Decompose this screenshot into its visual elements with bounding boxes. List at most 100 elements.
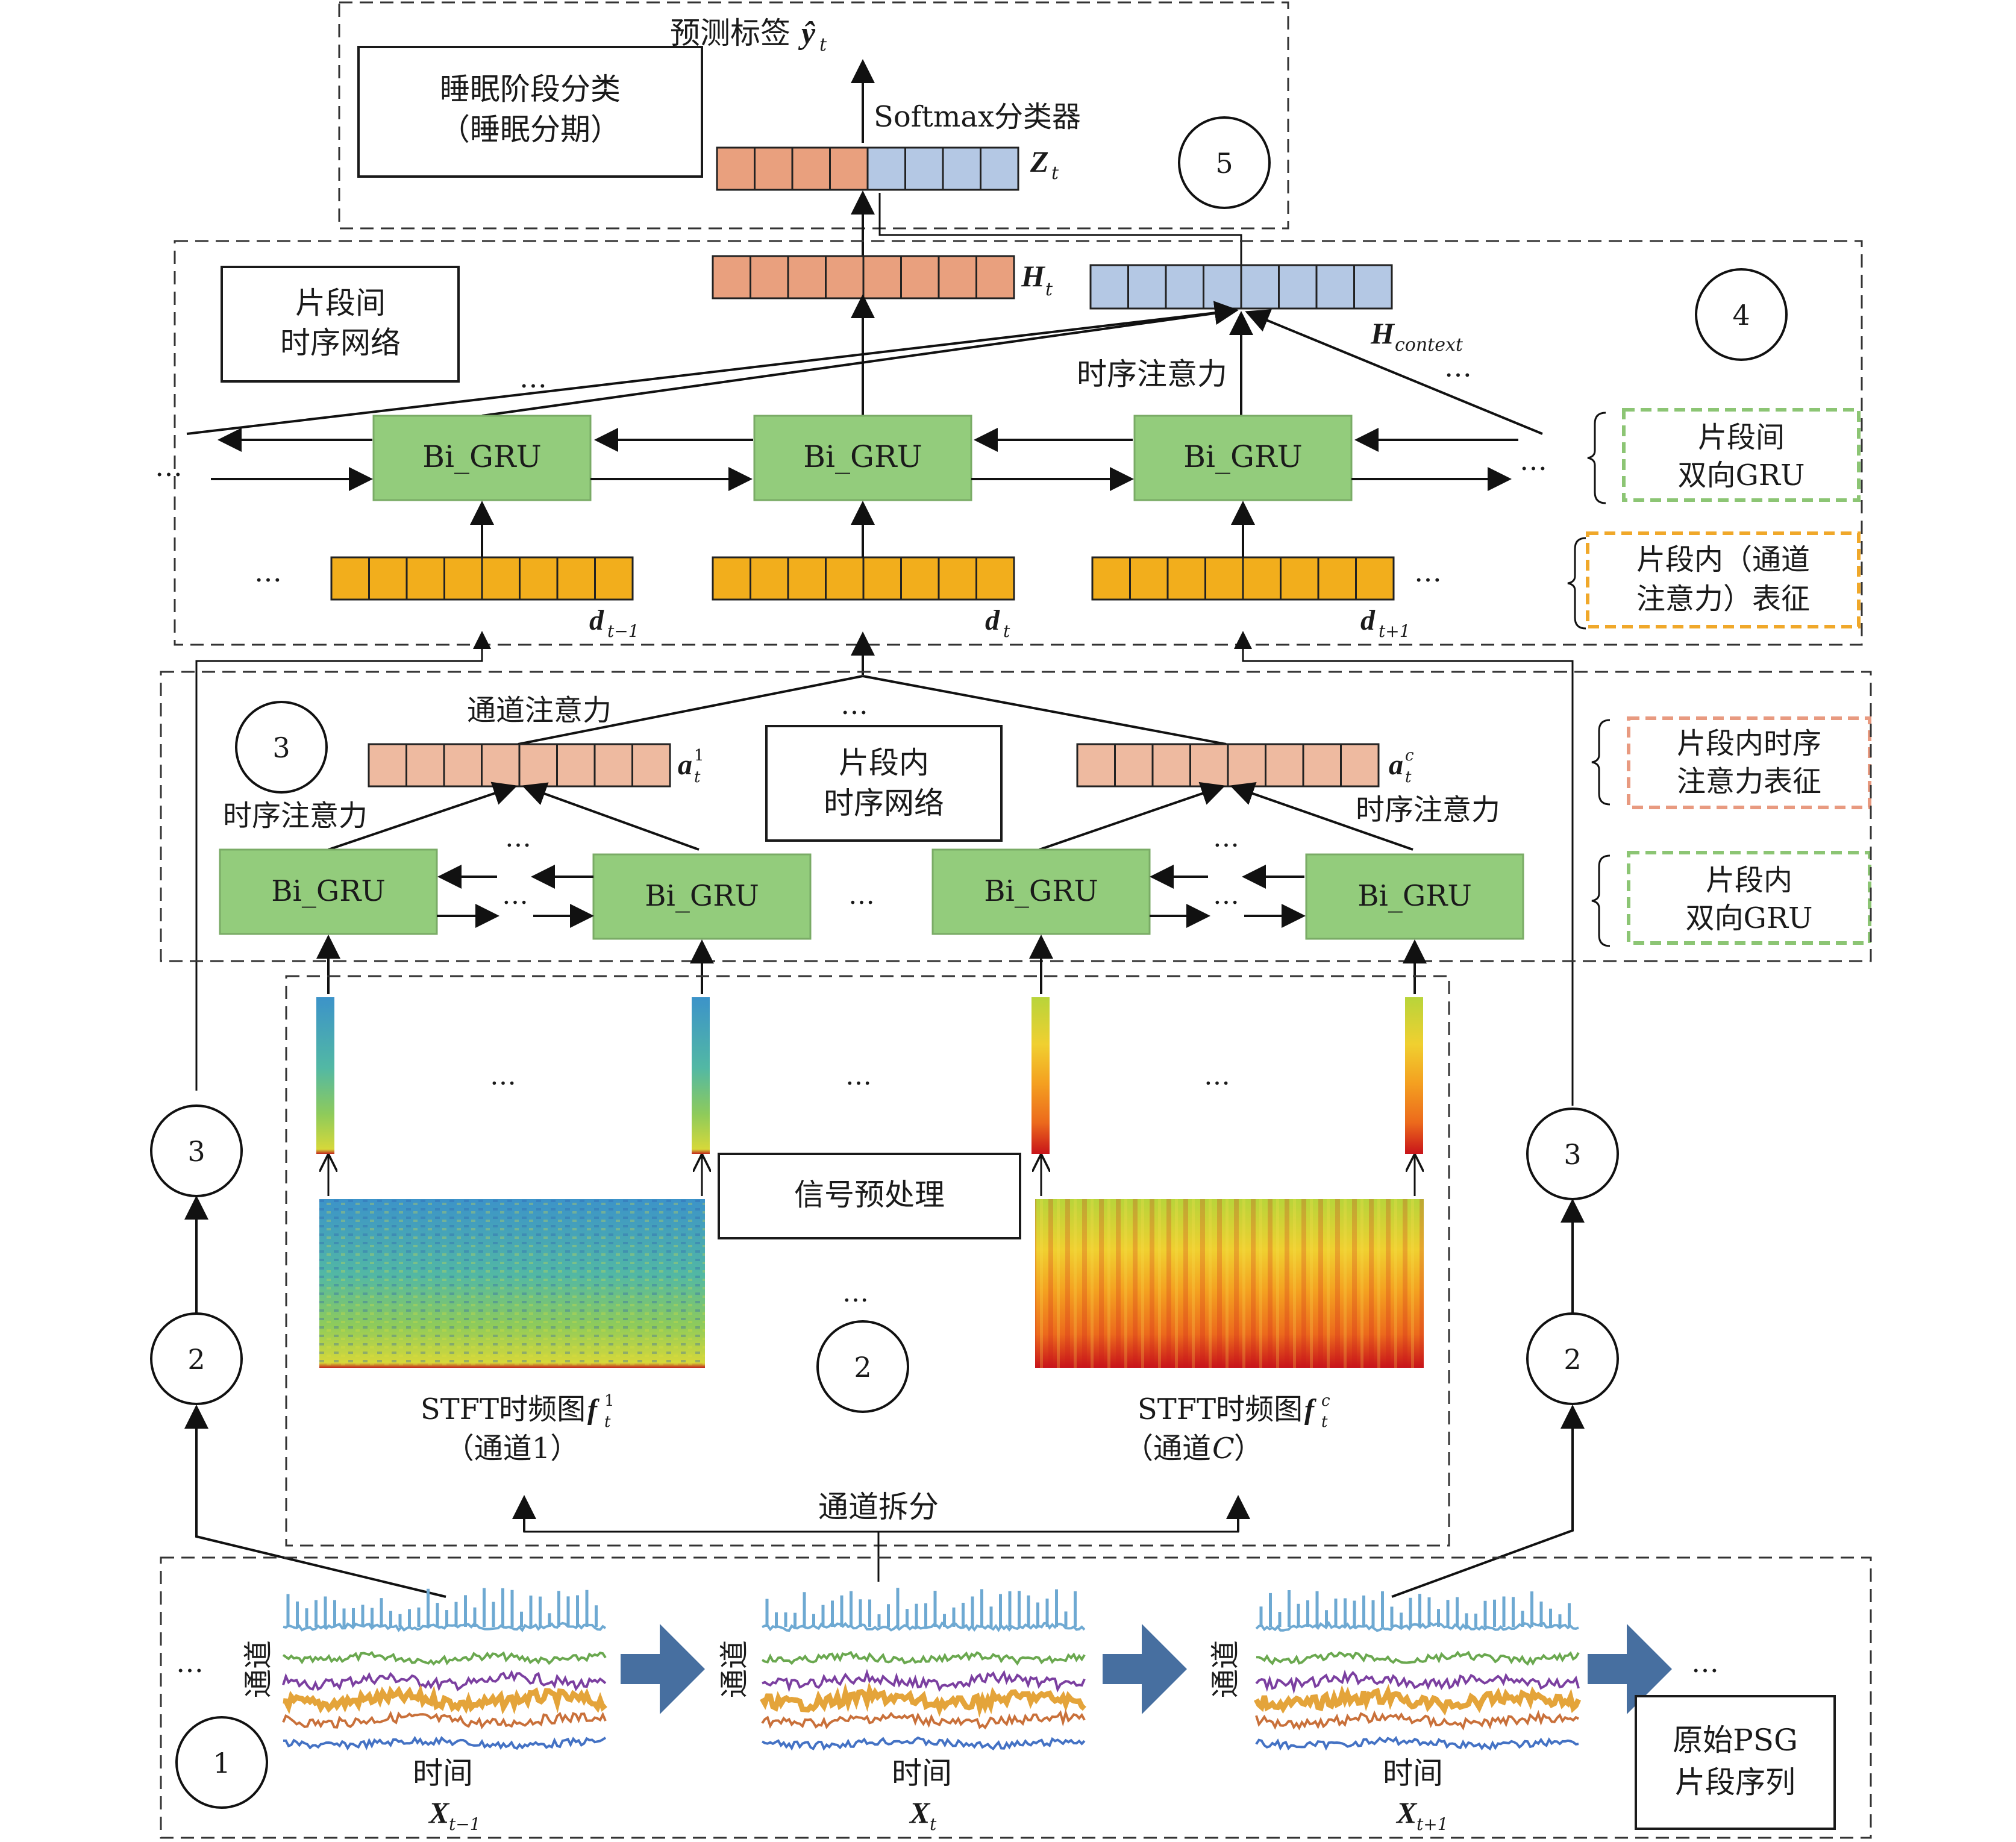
x2-subscript: t bbox=[930, 1814, 937, 1834]
d-vector-3-cell bbox=[1355, 556, 1395, 601]
inter-gru-ellipsis-right: … bbox=[1520, 444, 1547, 477]
side-right-input-line bbox=[1391, 1405, 1585, 1598]
sequence-arrow-3 bbox=[1588, 1624, 1672, 1714]
h-vector-cell bbox=[938, 255, 977, 299]
inter-attention-ellipsis-right: … bbox=[1444, 351, 1472, 383]
section-5-title-line2: （睡眠分期） bbox=[440, 112, 621, 147]
d3-symbol: d bbox=[1360, 604, 1376, 636]
h-vector-cell bbox=[975, 255, 1015, 299]
right-gru1-to-ac bbox=[1039, 782, 1226, 851]
inter-temporal-attention-label: 时序注意力 bbox=[1077, 357, 1227, 392]
channel-attention-label: 通道注意力 bbox=[467, 694, 612, 727]
attention-line-left-outer bbox=[186, 301, 1239, 435]
sequence-arrow-2 bbox=[1103, 1624, 1187, 1714]
section-4-frame bbox=[174, 240, 1863, 646]
ac-vector-cell bbox=[1302, 743, 1342, 788]
step-3-number: 3 bbox=[272, 731, 290, 764]
psg-channel-trace bbox=[762, 1736, 1086, 1751]
h-vector-cell bbox=[825, 255, 865, 299]
hcontext-vector-cell bbox=[1353, 264, 1393, 310]
section-4-title-line2: 时序网络 bbox=[280, 325, 401, 360]
channel-attn-ellipsis: … bbox=[841, 688, 868, 721]
section-3-frame bbox=[160, 671, 1872, 962]
a1-vector-cell bbox=[593, 743, 633, 788]
d-vector-1-cell bbox=[443, 556, 483, 601]
preprocess-box bbox=[718, 1153, 1021, 1239]
time-label-3: 时间 bbox=[1383, 1756, 1443, 1791]
a1-vector-cell bbox=[518, 743, 558, 788]
z-vector-cell bbox=[980, 146, 1019, 191]
hcontext-subscript: context bbox=[1395, 334, 1463, 356]
psg-channel-trace bbox=[282, 1711, 607, 1730]
section-5-title-line1: 睡眠阶段分类 bbox=[440, 72, 621, 107]
psg-channel-trace bbox=[282, 1650, 607, 1666]
ac-to-dt-line bbox=[862, 675, 1227, 745]
intra-gru-2 bbox=[592, 853, 812, 940]
inter-gru-3 bbox=[1133, 415, 1353, 501]
psg-channel-trace bbox=[282, 1670, 607, 1692]
d2-symbol: d bbox=[985, 604, 1000, 636]
step-1-circle bbox=[175, 1716, 268, 1809]
left-attn-ellipsis: … bbox=[505, 822, 531, 853]
sequence-arrow-1 bbox=[621, 1624, 705, 1714]
z-symbol: Z bbox=[1030, 145, 1049, 178]
ac-vector-cell bbox=[1114, 743, 1154, 788]
hcontext-symbol: H bbox=[1370, 316, 1395, 350]
section-5-classification: 睡眠阶段分类 （睡眠分期） 预测标签 ŷ t Softmax分类器 Z t 5 bbox=[338, 1, 1289, 230]
x2-symbol: X bbox=[909, 1796, 931, 1829]
d-vector-3-cell bbox=[1204, 556, 1244, 601]
raw-ellipsis-right: … bbox=[1691, 1646, 1719, 1679]
stft-f1-symbol: f bbox=[587, 1394, 599, 1426]
preprocess-label: 信号预处理 bbox=[794, 1177, 945, 1212]
hcontext-vector-cell bbox=[1165, 264, 1204, 310]
d-ellipsis-left: … bbox=[254, 556, 282, 588]
psg-channel-trace bbox=[1256, 1650, 1580, 1666]
inter-gru-1 bbox=[372, 415, 592, 501]
section-2-preprocessing: … … … 信号预处理 … 2 STFT时频图 f 1 t （通道1） STFT… bbox=[285, 975, 1450, 1582]
raw-psg-line1: 原始PSG bbox=[1673, 1723, 1798, 1758]
channel-axis-label-2: 通道 bbox=[718, 1640, 751, 1698]
a1-subscript: t bbox=[694, 768, 701, 786]
ac-vector-cell bbox=[1151, 743, 1191, 788]
h-symbol: H bbox=[1021, 259, 1046, 293]
psg-channel-trace bbox=[761, 1709, 1086, 1730]
step-5-circle bbox=[1178, 116, 1271, 209]
d-vector-3-cell bbox=[1317, 556, 1357, 601]
intra-gru-3-label: Bi_GRU bbox=[984, 874, 1098, 908]
hcontext-vector-cell bbox=[1127, 264, 1167, 310]
d-vector-3-cell bbox=[1091, 556, 1131, 601]
inter-gru-1-label: Bi_GRU bbox=[422, 439, 541, 474]
legend: 片段间 双向GRU 片段内（通道 注意力）表征 片段内时序 注意力表征 片段内 … bbox=[1567, 408, 1871, 947]
psg-channel-trace bbox=[1255, 1709, 1579, 1731]
d-vector-2-cell bbox=[712, 556, 751, 601]
hcontext-vector-cell bbox=[1089, 264, 1129, 310]
z-vector bbox=[716, 146, 1019, 191]
d-vector-1-cell bbox=[556, 556, 596, 601]
step-1-number: 1 bbox=[213, 1747, 230, 1779]
stft-label-channel-c: STFT时频图 bbox=[1138, 1392, 1303, 1426]
column-ellipsis-left: … bbox=[490, 1060, 516, 1091]
channel-split-label: 通道拆分 bbox=[818, 1490, 939, 1524]
stft-channel-c-note-close: ） bbox=[1234, 1432, 1263, 1465]
stft-fc-superscript: c bbox=[1321, 1392, 1330, 1410]
psg-channel-trace bbox=[1254, 1684, 1582, 1716]
ac-vector-cell bbox=[1076, 743, 1116, 788]
intra-gru-1 bbox=[219, 848, 438, 935]
a1-vector-cell bbox=[405, 743, 445, 788]
spectrum-column-3 bbox=[1031, 997, 1050, 1154]
spectrogram-ellipsis: … bbox=[842, 1277, 869, 1308]
d3-subscript: t+1 bbox=[1379, 621, 1410, 641]
side-paths: 3 2 3 2 bbox=[150, 1104, 1619, 1598]
d-vector-2-cell bbox=[825, 556, 865, 601]
ac-vector-cell bbox=[1340, 743, 1380, 788]
d-vector-1-cell bbox=[481, 556, 521, 601]
intra-gru-4-label: Bi_GRU bbox=[1357, 879, 1472, 913]
inter-gru-3-label: Bi_GRU bbox=[1183, 439, 1302, 474]
x3-symbol: X bbox=[1395, 1796, 1418, 1829]
section-3-title-box bbox=[765, 725, 1003, 842]
stft-channel-c-note-open: （通道 bbox=[1124, 1432, 1211, 1465]
d1-symbol: d bbox=[589, 604, 604, 636]
time-label-2: 时间 bbox=[892, 1756, 952, 1791]
x1-symbol: X bbox=[428, 1796, 450, 1829]
